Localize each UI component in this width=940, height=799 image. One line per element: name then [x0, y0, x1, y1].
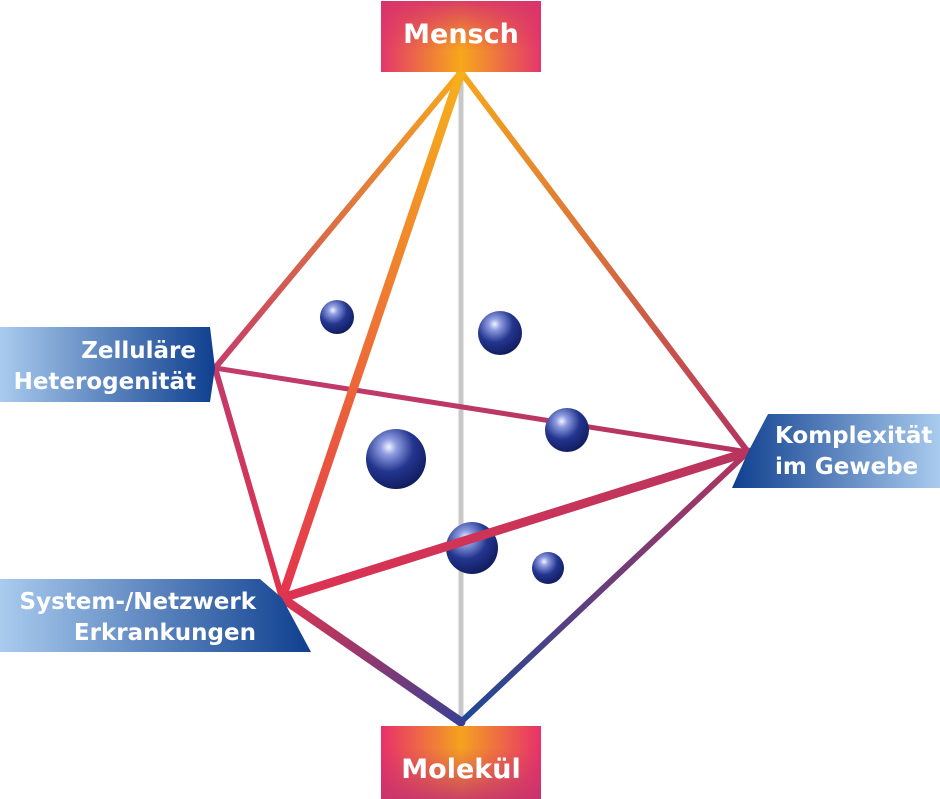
- edge-top-right: [458, 70, 751, 454]
- edge-left: [212, 367, 285, 599]
- edge-front-bottom: [277, 593, 466, 727]
- sphere-4: [366, 429, 426, 489]
- label-molekuel: Molekül: [401, 754, 520, 785]
- edge-back-horizontal: [214, 365, 749, 455]
- edge-right-bottom: [458, 449, 751, 725]
- sphere-3: [545, 408, 589, 452]
- label-mensch: Mensch: [403, 19, 519, 50]
- label-box-left-upper: Zelluläre Heterogenität: [0, 327, 215, 402]
- label-komplexitaet-1: Komplexität: [775, 423, 932, 449]
- label-system-1: System-/Netzwerk: [20, 589, 257, 615]
- label-box-right: Komplexität im Gewebe: [732, 414, 940, 488]
- edge-top-left: [212, 70, 464, 370]
- label-box-left-lower: System-/Netzwerk Erkrankungen: [0, 579, 311, 652]
- label-zellulaere-1: Zelluläre: [81, 338, 196, 364]
- label-zellulaere-2: Heterogenität: [14, 369, 196, 395]
- label-system-2: Erkrankungen: [74, 620, 256, 646]
- label-komplexitaet-2: im Gewebe: [775, 454, 918, 480]
- label-box-top: Mensch: [381, 1, 541, 72]
- sphere-2: [478, 311, 522, 355]
- sphere-1: [320, 300, 354, 334]
- edge-top-front: [277, 67, 466, 603]
- edge-front-horizontal: [277, 447, 753, 603]
- sphere-6: [532, 552, 564, 584]
- label-box-bottom: Molekül: [381, 726, 541, 799]
